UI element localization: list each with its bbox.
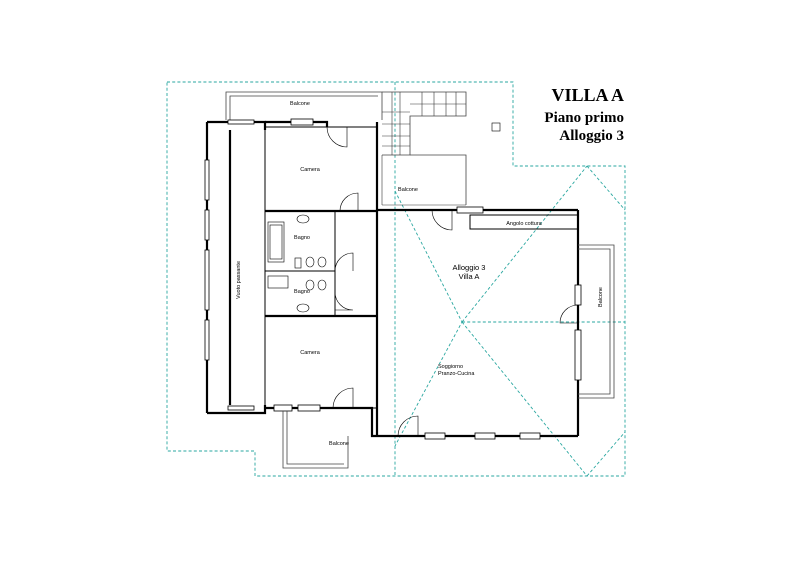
label-bagno-2: Bagno [294, 289, 310, 295]
interior-walls [264, 126, 579, 409]
label-soggiorno-2: Pranzo-Cucina [438, 371, 475, 377]
label-bagno-1: Bagno [294, 235, 310, 241]
title-line-2: Piano primo [544, 110, 624, 126]
label-angolo-cottura: Angolo cottura [506, 221, 542, 227]
label-balcone-top: Balcone [290, 101, 310, 107]
exterior-walls [205, 120, 580, 438]
balcony-right [578, 244, 615, 399]
title-line-3: Alloggio 3 [559, 128, 624, 144]
label-balcone-stair: Balcone [398, 187, 418, 193]
left-windows [204, 119, 255, 411]
staircase [382, 91, 501, 205]
label-balcone-bottom: Balcone [329, 441, 349, 447]
label-alloggio-1: Alloggio 3 [453, 263, 486, 272]
label-balcone-right: Balcone [598, 287, 604, 307]
bathroom-fixtures [267, 214, 327, 313]
doors [326, 126, 579, 437]
balcony-bottom [282, 411, 349, 469]
label-vuoto-passante: Vuoto passante [236, 261, 242, 299]
roof-outline [166, 81, 626, 477]
label-camera-bottom: Camera [300, 350, 321, 356]
balcony-top [225, 91, 383, 120]
balcony-stair-area [381, 155, 466, 206]
title-line-1: VILLA A [551, 85, 624, 105]
label-camera-top: Camera [300, 167, 321, 173]
main-windows [273, 118, 582, 440]
label-alloggio-2: Villa A [459, 272, 480, 281]
label-soggiorno-1: Soggiorno [438, 364, 463, 370]
